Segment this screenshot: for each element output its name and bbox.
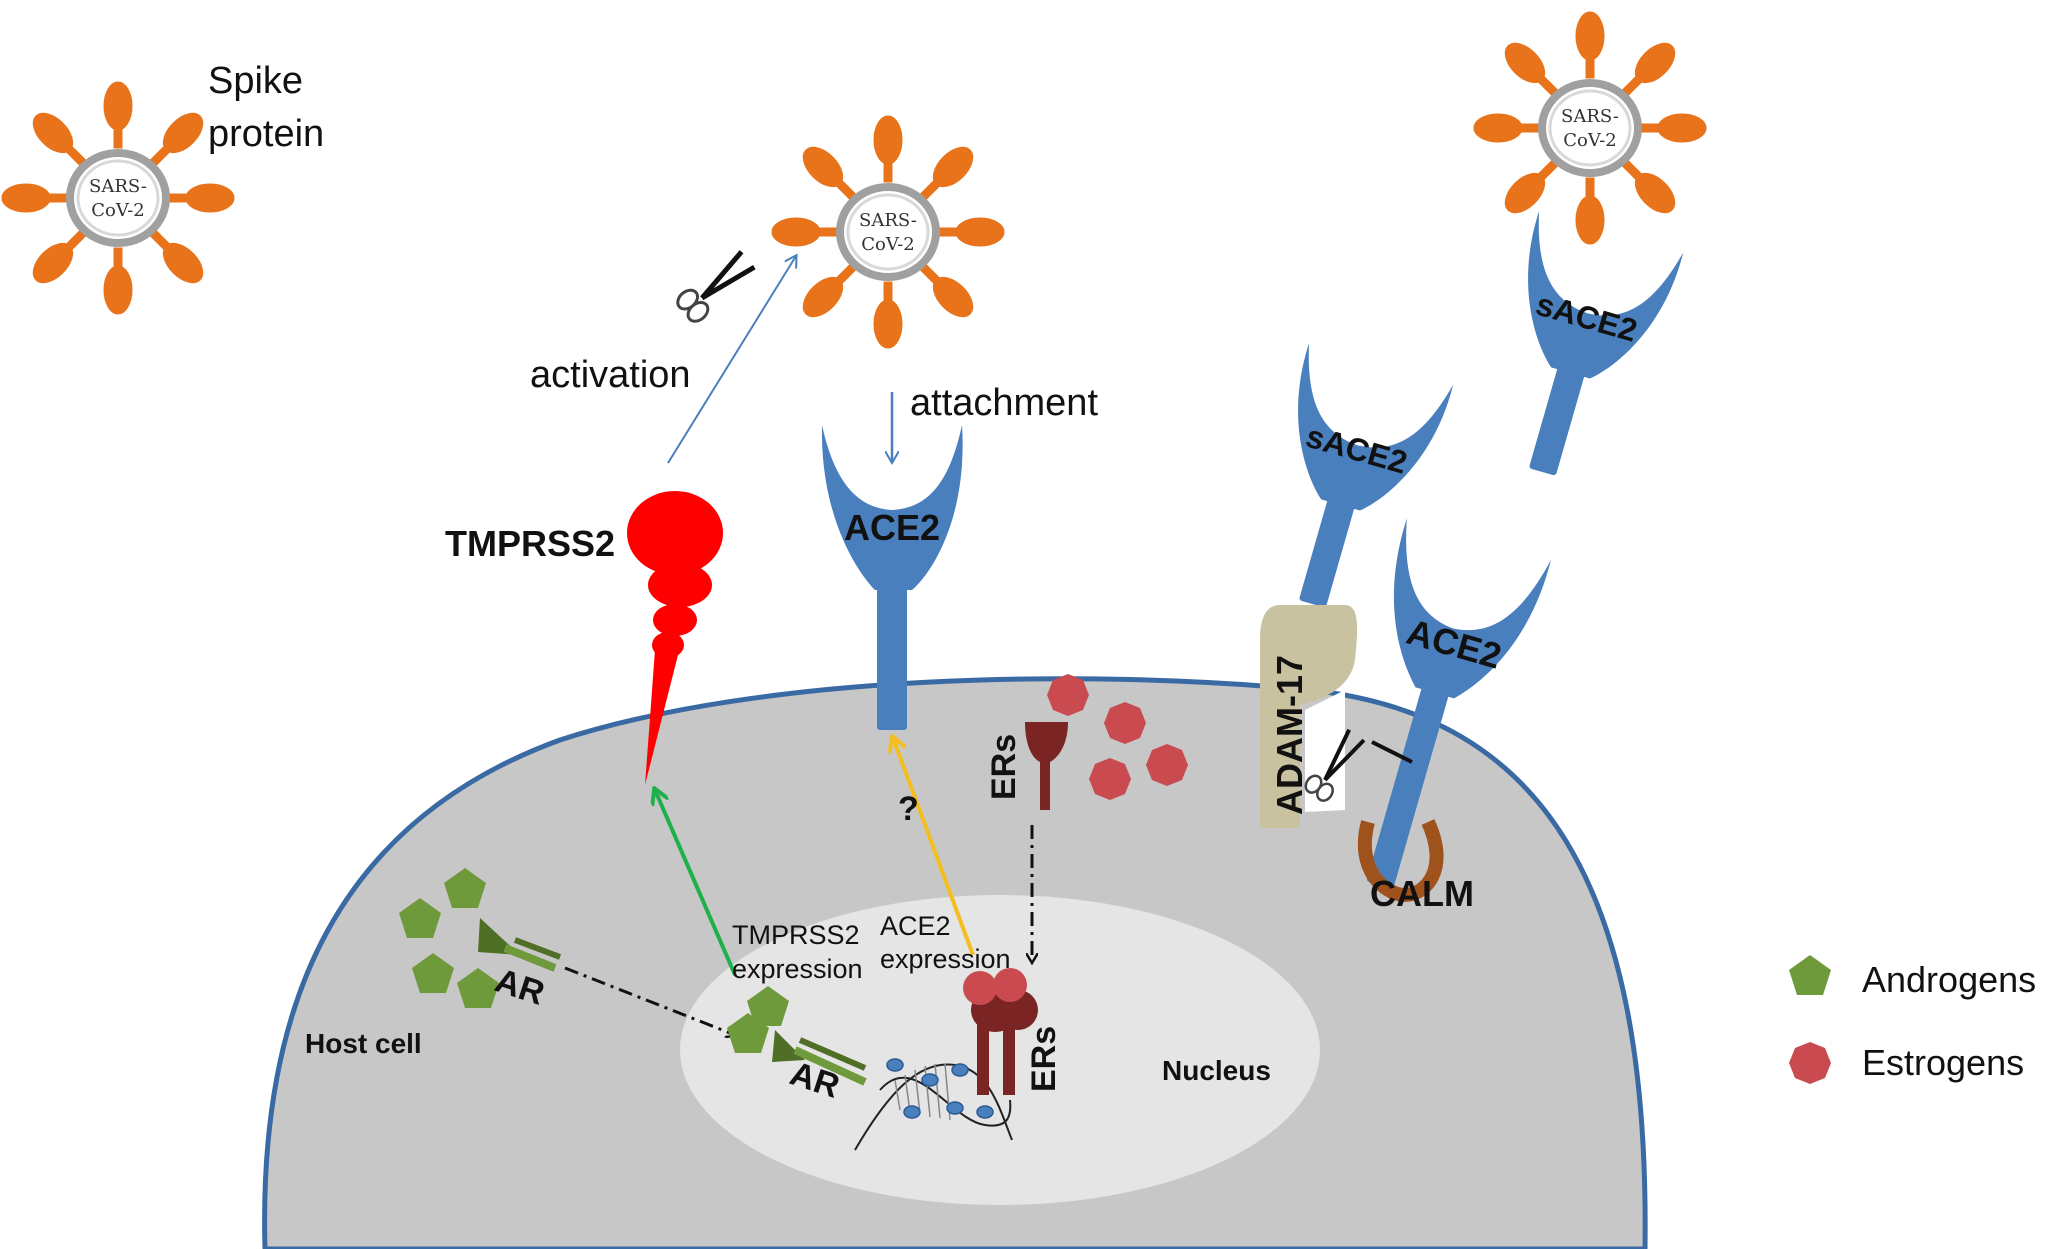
dna-helix xyxy=(854,1058,1013,1151)
ar-receptor-cytoplasm xyxy=(478,918,562,972)
svg-text:CoV-2: CoV-2 xyxy=(91,200,145,221)
er-membrane-receptor xyxy=(1025,722,1068,810)
nucleus xyxy=(680,895,1320,1205)
svg-text:CoV-2: CoV-2 xyxy=(1563,130,1617,151)
activation-arrow xyxy=(667,256,796,464)
ace2-receptor xyxy=(821,425,963,730)
svg-text:Androgens: Androgens xyxy=(1862,959,2036,1000)
ace2-label: ACE2 xyxy=(844,507,940,548)
tmprss2-expression-label: TMPRSS2 xyxy=(732,920,860,950)
tmprss2-label: TMPRSS2 xyxy=(445,523,615,564)
svg-text:SARS-: SARS- xyxy=(1561,106,1619,127)
legend: Androgens Estrogens xyxy=(1789,955,2036,1084)
virus-center: SARS- CoV-2 xyxy=(772,116,1004,348)
calm xyxy=(1357,819,1444,903)
legend-androgens: Androgens xyxy=(1789,955,2036,1000)
sace2-soluble-left: sACE2 xyxy=(1298,343,1454,608)
er-receptor-nucleus xyxy=(963,968,1038,1095)
ers-label-nucleus: ERs xyxy=(1025,1026,1063,1092)
ar-receptor-nucleus xyxy=(727,986,867,1086)
svg-text:CoV-2: CoV-2 xyxy=(861,234,915,255)
ar-translocation-arrow xyxy=(564,966,735,1035)
svg-text:Estrogens: Estrogens xyxy=(1862,1042,2024,1083)
adam17-label: ADAM-17 xyxy=(1269,655,1310,815)
host-cell-label: Host cell xyxy=(305,1028,422,1059)
virus-top-left: SARS- CoV-2 xyxy=(2,82,234,314)
activation-label: activation xyxy=(530,354,691,396)
adam17-scissors-icon xyxy=(1304,728,1366,802)
adam17 xyxy=(1260,605,1358,828)
spike-protein-label: Spike xyxy=(208,60,303,102)
ace2-expression-label: ACE2 xyxy=(880,911,951,941)
spike-protein-label-2: protein xyxy=(208,113,324,155)
question-mark: ? xyxy=(898,790,919,828)
cleavage-mark xyxy=(1371,740,1413,764)
ace2-expression-label-2: expression xyxy=(880,944,1011,974)
attachment-label: attachment xyxy=(910,382,1098,424)
legend-estrogens: Estrogens xyxy=(1789,1042,2024,1084)
tmprss2-protease xyxy=(627,491,723,785)
ers-label-membrane: ERs xyxy=(985,734,1023,800)
virus-top-right: SARS- CoV-2 xyxy=(1474,12,1706,244)
svg-text:SARS-: SARS- xyxy=(859,210,917,231)
ace2-expression-arrow xyxy=(893,738,975,956)
tmprss2-expression-arrow xyxy=(655,790,737,976)
estrogens-cluster xyxy=(1047,674,1188,800)
tmprss2-expression-label-2: expression xyxy=(732,954,863,984)
nucleus-label: Nucleus xyxy=(1162,1055,1271,1086)
sace2-soluble-right: sACE2 xyxy=(1528,211,1684,476)
svg-text:SARS-: SARS- xyxy=(89,176,147,197)
calm-label: CALM xyxy=(1370,873,1474,914)
scissors-icon xyxy=(676,250,756,323)
